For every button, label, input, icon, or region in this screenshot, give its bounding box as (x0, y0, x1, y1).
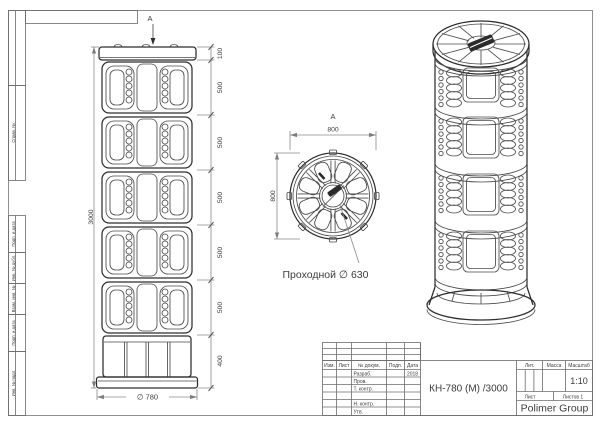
dim-400: 400 (217, 355, 224, 367)
tb-sheet-label: Лист (525, 395, 537, 401)
margin-label-vzam-inv: Взам. инв. № (11, 285, 16, 312)
dim-500-1: 500 (217, 82, 224, 94)
front-view: А 3000 (88, 14, 224, 402)
margin-label-inv-podl: Инв. № подл. (11, 370, 16, 397)
callout-passage-630: Проходной ∅ 630 (283, 269, 369, 281)
front-view-dim-total: 3000 (88, 46, 99, 389)
tb-col-docnum: № докум. (358, 363, 380, 369)
iso-view (426, 20, 536, 325)
top-view-callout: Проходной ∅ 630 (283, 204, 369, 281)
tb-role-nkontr: Н. контр. (354, 401, 375, 407)
margin-label-podp-data-2: Подп. и дата (11, 320, 16, 346)
tb-scale-value: 1:10 (570, 376, 588, 386)
dim-500-3: 500 (217, 192, 224, 204)
dim-500-2: 500 (217, 137, 224, 149)
margin-label-inv-dubl: Инв. № дубл. (11, 255, 16, 282)
top-view-dim-width: А 800 (289, 112, 377, 150)
tb-date: 2018 (407, 371, 418, 377)
tb-sheets-label: Листов 1 (563, 395, 584, 401)
front-view-dim-diameter: ∅ 780 (96, 389, 198, 402)
tb-col-izm: Изм. (324, 363, 335, 369)
front-view-dim-chain: 100 500 500 500 500 500 400 (197, 43, 224, 392)
dim-800-w: 800 (327, 127, 339, 134)
tb-company: Polimer Group (521, 403, 589, 415)
dim-3000: 3000 (88, 209, 95, 224)
iso-sections (438, 67, 524, 273)
margin-label-podp-data-1: Подп. и дата (11, 221, 16, 247)
tb-mass-label: Масса (547, 363, 562, 369)
tb-role-utv: Утв. (354, 409, 364, 415)
title-block: Изм. Лист № докум. Подп. Дата Разраб. 20… (322, 342, 593, 416)
tb-role-prov: Пров. (354, 379, 367, 385)
dim-800-h: 800 (270, 190, 277, 202)
top-view-label: А (330, 112, 335, 121)
tb-role-razrab: Разраб. (354, 371, 372, 377)
dim-500-4: 500 (217, 247, 224, 259)
tb-lit-label: Лит. (525, 363, 534, 369)
margin-label-sprav: Справ. № (11, 123, 16, 143)
dim-500-5: 500 (217, 302, 224, 314)
tb-col-data: Дата (407, 363, 418, 369)
dim-780: ∅ 780 (137, 393, 158, 402)
tb-role-tkontr: Т. контр. (354, 386, 374, 392)
front-view-sections (101, 61, 193, 334)
tb-designation: КН-780 (М) /3000 (429, 384, 508, 395)
dim-100: 100 (217, 48, 224, 60)
top-view: А 800 800 Проходной ∅ 630 (270, 112, 380, 281)
tb-col-list: Лист (339, 363, 351, 369)
top-view-dim-height: 800 (270, 152, 300, 240)
tb-scale-label: Масштаб (568, 363, 590, 369)
front-view-section-label: А (147, 14, 152, 23)
tb-col-podp: Подп. (389, 363, 402, 369)
sheet-frame: Справ. № Подп. и дата Инв. № дубл. Взам.… (8, 10, 593, 416)
